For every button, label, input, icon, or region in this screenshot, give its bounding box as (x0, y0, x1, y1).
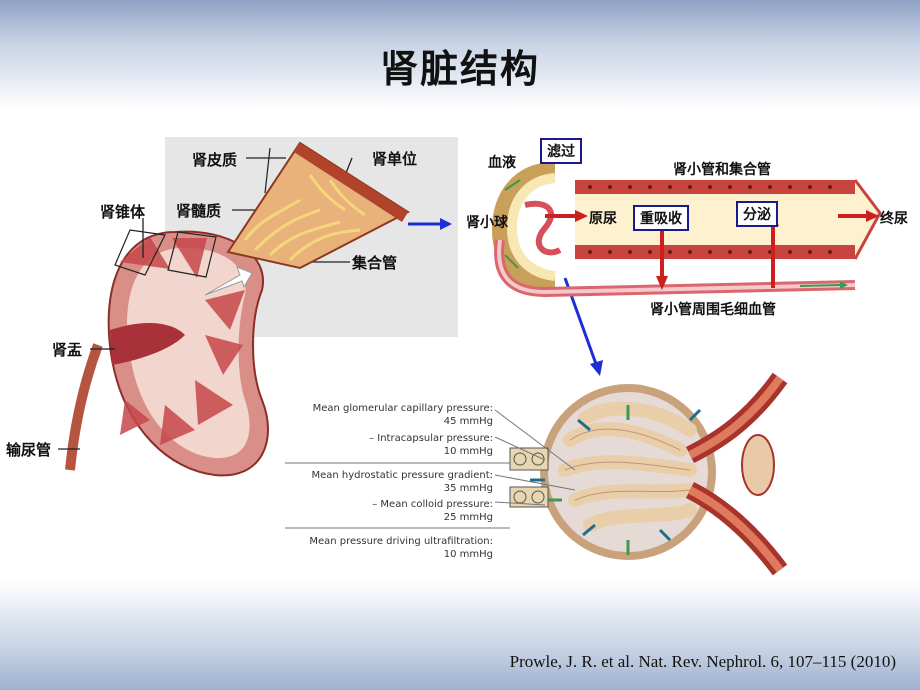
citation: Prowle, J. R. et al. Nat. Rev. Nephrol. … (509, 652, 896, 671)
nephron-wedge (226, 141, 410, 270)
pressure-ultrafiltration: Mean pressure driving ultrafiltration:10… (309, 536, 493, 560)
label-peritubular-capillary: 肾小管周围毛细血管 (650, 302, 776, 318)
label-renal-pelvis: 肾盂 (52, 341, 83, 359)
pressure-hydrostatic-gradient: Mean hydrostatic pressure gradient:35 mm… (311, 470, 493, 494)
label-renal-medulla: 肾髓质 (176, 202, 222, 220)
label-glomerulus: 肾小球 (466, 215, 508, 231)
label-blood: 血液 (488, 155, 516, 171)
kidney-illustration (65, 229, 270, 477)
pressure-colloid: – Mean colloid pressure:25 mmHg (372, 499, 493, 523)
box-filtration: 滤过 (540, 138, 582, 164)
pressure-intracapsular: – Intracapsular pressure:10 mmHg (369, 433, 493, 457)
tubule-diagram (491, 162, 882, 298)
glomerulus-illustration (509, 372, 788, 576)
label-renal-pyramid: 肾锥体 (100, 203, 146, 221)
box-reabsorption: 重吸收 (633, 205, 689, 231)
label-primary-urine: 原尿 (589, 211, 617, 227)
label-renal-cortex: 肾皮质 (192, 151, 238, 169)
label-final-urine: 终尿 (880, 211, 908, 227)
label-collecting-duct: 集合管 (352, 254, 398, 272)
box-secretion: 分泌 (736, 201, 778, 227)
label-tubule-and-duct: 肾小管和集合管 (673, 162, 771, 178)
pressure-glomerular-capillary: Mean glomerular capillary pressure:45 mm… (312, 403, 493, 427)
label-ureter: 输尿管 (6, 441, 52, 459)
label-nephron: 肾单位 (372, 150, 418, 168)
slide-title: 肾脏结构 (379, 47, 540, 91)
